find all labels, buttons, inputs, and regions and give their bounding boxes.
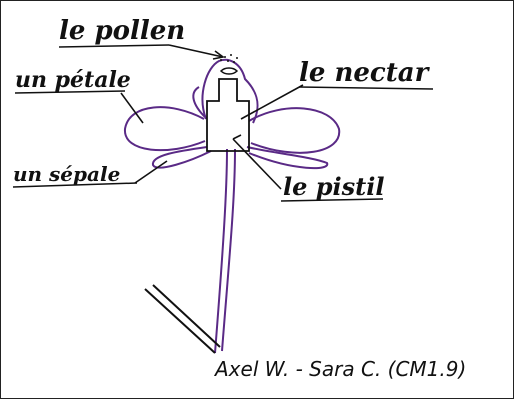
pollen-pointer (169, 45, 223, 57)
leaf (145, 285, 220, 353)
pollen-grains (220, 54, 238, 63)
pistil (207, 79, 249, 151)
label-nectar: le nectar (299, 58, 431, 88)
nectar-pointer (241, 85, 303, 119)
pistil-pointer-tick (233, 135, 241, 139)
authors-caption: Axel W. - Sara C. (CM1.9) (215, 357, 466, 381)
label-sepal: un sépale (13, 162, 120, 186)
sepal-pointer (135, 161, 167, 183)
label-pistil: le pistil (283, 172, 384, 201)
petal-pointer (121, 93, 143, 123)
stigma (221, 68, 237, 74)
label-petal: un pétale (15, 67, 131, 93)
stem (215, 149, 235, 353)
right-sepal (247, 147, 327, 168)
right-petal (249, 108, 339, 153)
label-pollen: le pollen (59, 16, 185, 46)
pistil-pointer (233, 139, 281, 189)
